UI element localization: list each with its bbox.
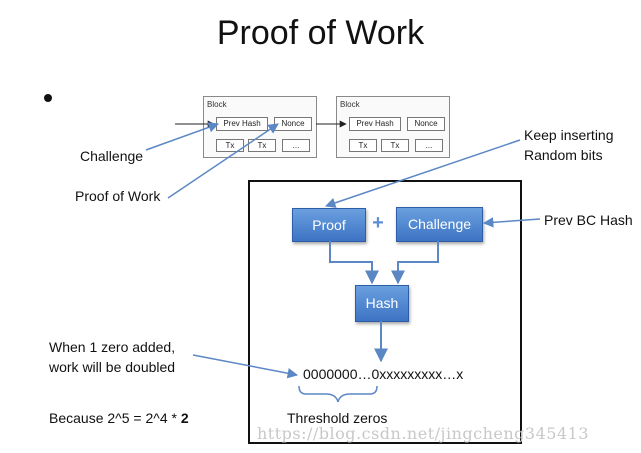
- tx-cell: Tx: [381, 139, 409, 152]
- watermark: https://blog.csdn.net/jingcheng345413: [257, 424, 589, 443]
- bullet-icon: [44, 94, 52, 102]
- keep-inserting-line-2: Random bits: [524, 147, 603, 163]
- proof-of-work-arrow: [167, 123, 279, 199]
- hash-string: 0000000…0xxxxxxxxx…x: [303, 366, 464, 382]
- page-title: Proof of Work: [216, 14, 425, 52]
- prev-bc-hash-label: Prev BC Hash: [544, 212, 633, 228]
- because-bold-text: 2: [180, 410, 189, 426]
- block-2: Block Prev Hash Nonce Tx Tx ...: [336, 96, 450, 158]
- threshold-zeros-label: Threshold zeros: [287, 410, 388, 426]
- plus-icon: +: [372, 212, 384, 234]
- challenge-to-hash-arrow: [391, 241, 439, 285]
- nonce-cell: Nonce: [274, 117, 312, 131]
- hash-box: Hash: [355, 285, 409, 322]
- tx-cell: Tx: [248, 139, 276, 152]
- because-text: Because 2^5 = 2^4 *: [49, 410, 181, 426]
- proof-box: Proof: [292, 208, 366, 242]
- challenge-label: Challenge: [80, 148, 144, 164]
- keep-inserting-arrow: [325, 139, 521, 208]
- tx-cell: Tx: [216, 139, 244, 152]
- tx-cell: Tx: [349, 139, 377, 152]
- block-title: Block: [340, 100, 360, 109]
- challenge-arrow: [145, 122, 219, 151]
- nonce-cell: Nonce: [407, 117, 445, 131]
- zero-added-note: When 1 zero added, work will be doubled: [49, 337, 175, 377]
- zero-added-line-2: work will be doubled: [49, 359, 176, 375]
- proof-to-hash-arrow: [329, 241, 379, 285]
- zero-added-line-1: When 1 zero added,: [49, 339, 176, 355]
- proof-of-work-label: Proof of Work: [75, 188, 161, 204]
- threshold-bracket: [298, 385, 378, 403]
- keep-inserting-label: Keep inserting Random bits: [524, 125, 614, 165]
- block-title: Block: [207, 100, 227, 109]
- ellipsis-cell: ...: [282, 139, 310, 152]
- prev-bc-hash-arrow: [482, 217, 541, 228]
- zero-added-arrow: [192, 354, 299, 379]
- because-note: Because 2^5 = 2^4 * 2: [49, 410, 189, 426]
- ellipsis-cell: ...: [415, 139, 443, 152]
- block-1: Block Prev Hash Nonce Tx Tx ...: [203, 96, 317, 158]
- prev-hash-cell: Prev Hash: [349, 117, 401, 131]
- challenge-box: Challenge: [396, 207, 483, 242]
- keep-inserting-line-1: Keep inserting: [524, 127, 614, 143]
